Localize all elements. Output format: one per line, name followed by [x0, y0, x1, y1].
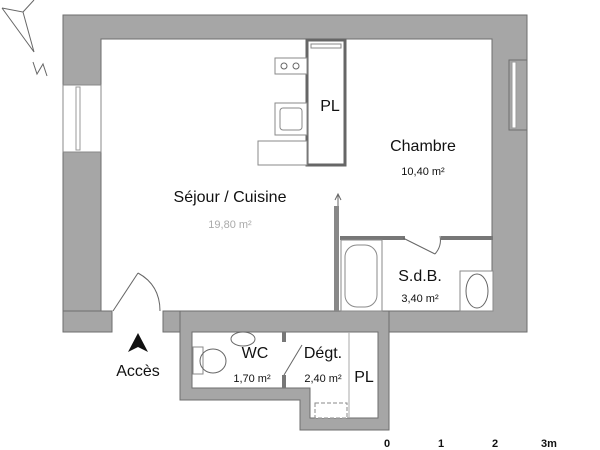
- room-area: 19,80 m²: [208, 219, 252, 231]
- room-name: Dégt.: [304, 345, 342, 362]
- toilet: [192, 331, 256, 375]
- closet-label: PL: [320, 98, 340, 115]
- scale-tick: 1: [438, 438, 444, 450]
- scale-bar: 0 1 2 3m: [384, 438, 557, 450]
- kitchen: [257, 57, 308, 166]
- room-name: S.d.B.: [398, 268, 442, 285]
- room-area: 1,70 m²: [233, 373, 271, 385]
- room-name: WC: [242, 345, 269, 362]
- window-right: [511, 61, 517, 129]
- compass-icon: [1, 0, 48, 77]
- entrance-label: Accès: [116, 363, 160, 380]
- room-area: 10,40 m²: [401, 166, 445, 178]
- scale-tick: 3m: [541, 438, 557, 450]
- room-name: Chambre: [390, 138, 456, 155]
- shelf: [314, 402, 348, 419]
- bathtub: [340, 239, 383, 312]
- scale-tick: 2: [492, 438, 498, 450]
- room-name: Séjour / Cuisine: [174, 189, 287, 206]
- sink: [459, 270, 494, 312]
- window-left: [62, 84, 102, 153]
- room-area: 3,40 m²: [401, 293, 439, 305]
- entrance-door: [112, 192, 342, 352]
- closet-label: PL: [354, 369, 374, 386]
- scale-tick: 0: [384, 438, 390, 450]
- room-area: 2,40 m²: [304, 373, 342, 385]
- arrow-up-icon: [128, 333, 148, 352]
